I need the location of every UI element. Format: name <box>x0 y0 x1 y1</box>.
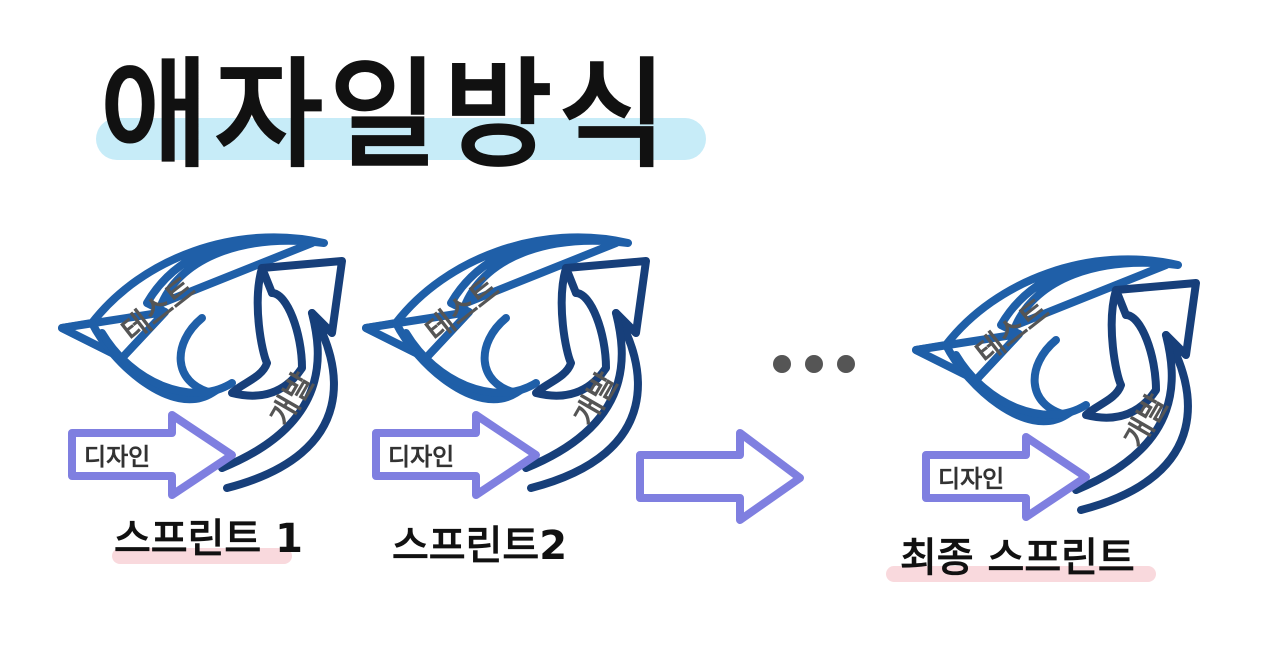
sprint-2-label: 스프린트2 <box>392 523 568 569</box>
final-sprint-underline <box>886 566 1156 582</box>
final-sprint-cycle: 테스트 개발 디자인 <box>916 259 1196 517</box>
title-highlight <box>96 118 706 160</box>
ellipsis <box>773 355 855 373</box>
page-title: 애자일방식 <box>100 46 673 184</box>
design-label: 디자인 <box>84 443 150 471</box>
design-label: 디자인 <box>388 443 454 471</box>
final-sprint-label: 최종 스프린트 <box>900 535 1135 581</box>
sprint-2-cycle: 테스트 개발 디자인 <box>366 237 646 495</box>
sprint-1-underline <box>112 548 292 564</box>
design-label: 디자인 <box>938 465 1004 493</box>
sprint-1-cycle: 테스트 개발 디자인 <box>62 237 342 495</box>
next-arrow <box>636 429 804 524</box>
sprint-1-label: 스프린트 1 <box>114 516 303 562</box>
